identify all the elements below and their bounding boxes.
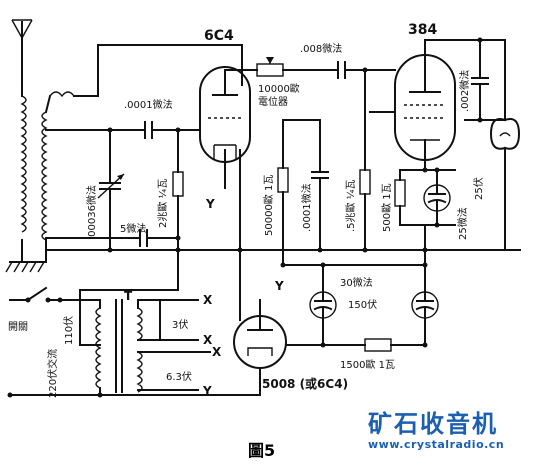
antenna-coil [20, 95, 27, 263]
watermark: 矿石收音机 www.crystalradio.cn [368, 410, 536, 451]
label-cap-5uf: 5微法 [120, 222, 146, 235]
label-cap-grid: .0001微法 [124, 98, 173, 111]
label-res-5meg: .5兆歐 ¼瓦 [344, 180, 357, 232]
output-tube [369, 39, 456, 171]
tickler-coil [44, 44, 243, 114]
label-cap-25uf: 25微法 [456, 207, 469, 240]
label-220v: 220伏交流 [46, 349, 59, 398]
power-transformer [95, 299, 143, 393]
headphones-icon [489, 39, 521, 251]
label-res-1500: 1500歐 1瓦 [340, 358, 395, 371]
filter-resistor-1500 [289, 338, 426, 352]
watermark-title: 矿石收音机 [368, 410, 498, 438]
plate-bypass-capacitor-002 [464, 39, 506, 121]
terminal-x-3: X [212, 345, 222, 359]
rectifier-tube [233, 249, 291, 396]
coupling-capacitor-008 [337, 61, 396, 79]
grid-resistor-5meg [359, 69, 371, 251]
label-cap-002: .002微法 [458, 70, 471, 112]
antenna-symbol [11, 19, 33, 97]
junction-dots [57, 37, 483, 398]
label-switch: 開關 [8, 321, 28, 333]
filter-capacitor-right [411, 249, 439, 346]
potentiometer [256, 63, 284, 77]
terminal-x-2: X [203, 333, 213, 347]
cathode-capacitor-25uf [423, 169, 451, 226]
grid-leak-resistor [172, 129, 184, 251]
ground-symbol [5, 261, 47, 273]
label-res-50000: 50000歐 1瓦 [262, 175, 275, 236]
cathode-resistor-500 [394, 169, 456, 226]
label-cap-008: .008微法 [300, 42, 342, 55]
watermark-url: www.crystalradio.cn [368, 438, 505, 451]
detector-tube-label: 6C4 [204, 28, 234, 44]
terminal-y-3: Y [205, 197, 215, 211]
cathode-capacitor-5uf [45, 229, 179, 247]
label-63v: 6.3伏 [166, 370, 192, 383]
variable-capacitor [97, 129, 125, 251]
detector-tube [199, 66, 251, 251]
terminal-y-1: Y [202, 384, 212, 398]
grid-capacitor [144, 121, 201, 139]
label-25v: 25伏 [472, 177, 485, 200]
bypass-capacitor-0001 [311, 119, 329, 251]
tuning-coil [41, 111, 48, 241]
terminal-y-2: Y [274, 279, 284, 293]
label-150v: 150伏 [348, 298, 377, 311]
label-pot-line2: 電位器 [258, 95, 288, 108]
figure-caption: 圖5 [248, 441, 276, 460]
label-pot-line1: 10000歐 [258, 82, 300, 95]
label-3v: 3伏 [172, 318, 188, 331]
label-transformer: T [124, 289, 133, 303]
label-cap-variable: .00036微法 [85, 185, 98, 240]
power-switch [9, 286, 61, 303]
filter-capacitor-left [309, 264, 337, 346]
label-cap-0001: .0001微法 [300, 183, 313, 232]
output-tube-label: 384 [408, 22, 437, 38]
terminal-x-1: X [203, 293, 213, 307]
label-res-500: 500歐 1瓦 [380, 183, 393, 232]
label-res-2meg: 2兆歐 ¼瓦 [156, 179, 169, 228]
label-cap-30uf: 30微法 [340, 276, 373, 289]
plate-resistor-50000 [277, 119, 321, 266]
label-110v: 110伏 [62, 316, 75, 345]
rectifier-tube-label: 5008 (或6C4) [262, 376, 348, 391]
